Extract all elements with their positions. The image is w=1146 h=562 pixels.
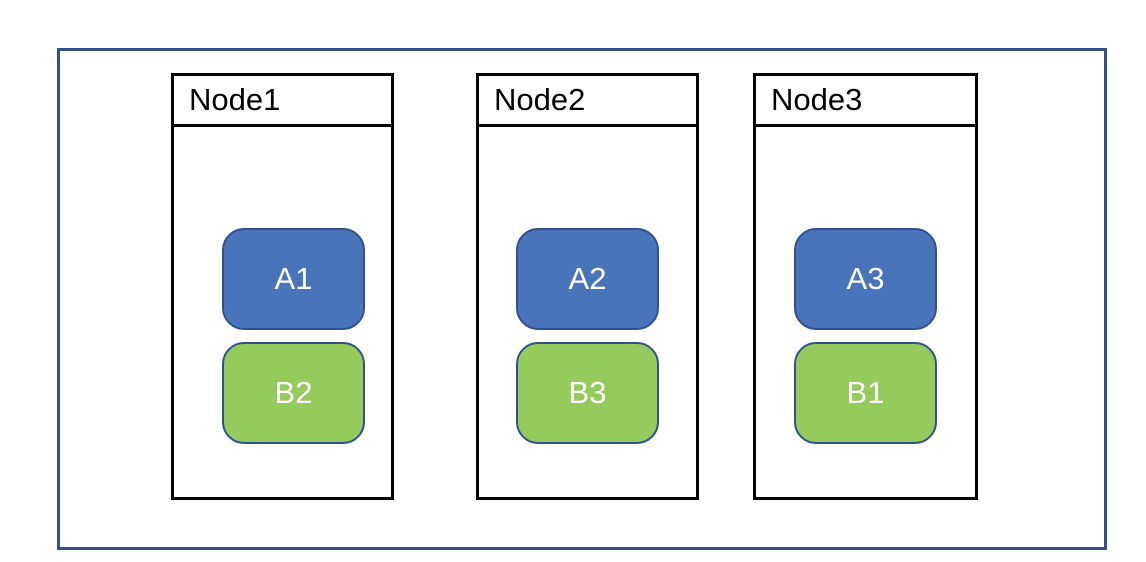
box-a2: A2 [516, 228, 659, 330]
node-card-3: Node3 A3 B1 [753, 73, 978, 500]
node2-title: Node2 [479, 76, 696, 127]
box-a3: A3 [794, 228, 937, 330]
outer-frame [57, 48, 1107, 550]
box-b3: B3 [516, 342, 659, 444]
node2-body: A2 B3 [479, 127, 696, 456]
node1-body: A1 B2 [174, 127, 391, 456]
node3-body: A3 B1 [756, 127, 975, 456]
node-card-2: Node2 A2 B3 [476, 73, 699, 500]
box-a1: A1 [222, 228, 365, 330]
box-b1: B1 [794, 342, 937, 444]
node3-title: Node3 [756, 76, 975, 127]
node1-title: Node1 [174, 76, 391, 127]
node-card-1: Node1 A1 B2 [171, 73, 394, 500]
box-b2: B2 [222, 342, 365, 444]
